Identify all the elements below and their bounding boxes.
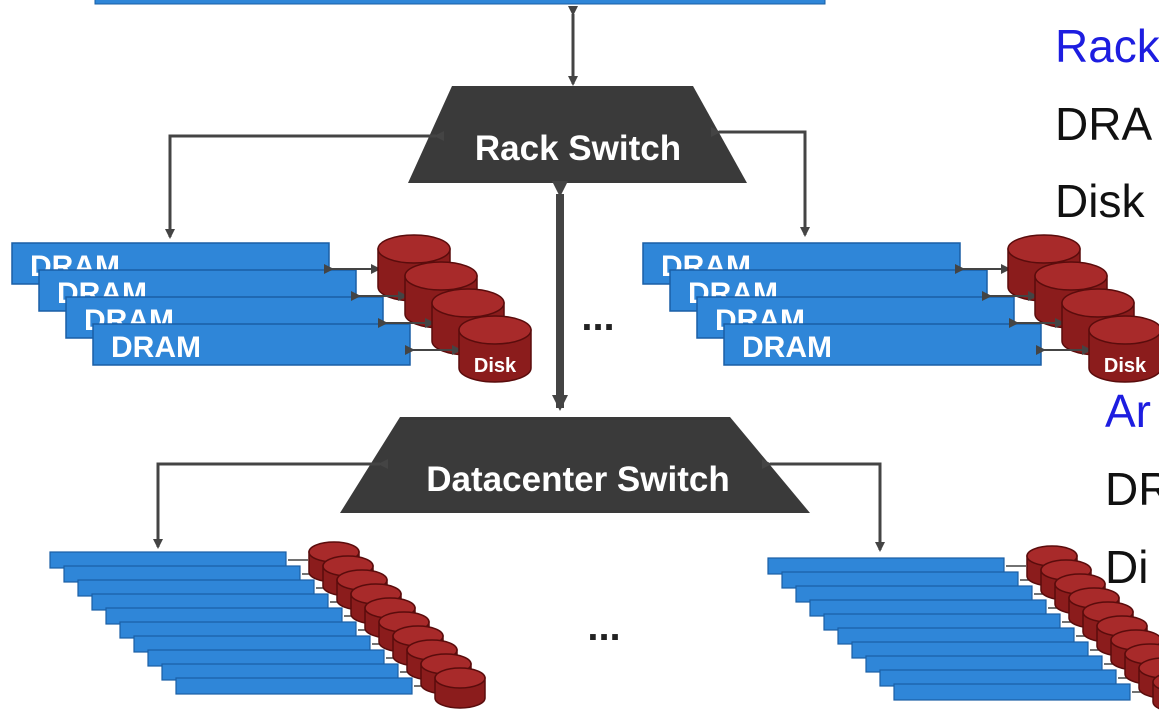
array-heading-text: Ar: [1105, 385, 1151, 437]
right-dram-module: [723, 323, 1042, 366]
right-lower-dram-module: [893, 683, 1131, 701]
array-dram-text: DR: [1105, 463, 1159, 515]
datacenter-link-left-arrow: [153, 459, 388, 549]
rack-switch-label: Rack Switch: [475, 129, 681, 168]
array-disk-text: Di: [1105, 541, 1148, 593]
datacenter-link-right-arrow: [762, 459, 885, 552]
datacenter-switch: Datacenter Switch: [340, 417, 810, 513]
right-datacenter-rack: [767, 545, 1159, 710]
left-dram-label: DRAM: [111, 331, 201, 364]
rack-disk-text: Disk: [1055, 175, 1145, 227]
left-lower-dram-module: [175, 677, 413, 695]
datacenter-switch-label: Datacenter Switch: [426, 460, 729, 499]
left-disk: [458, 315, 532, 383]
left-datacenter-rack: [49, 541, 486, 709]
upper-level-bar: [94, 0, 826, 5]
rack-ellipsis: ...: [581, 295, 614, 339]
right-rack-servers: DRAMDRAMDRAMDRAMDDDDisk: [642, 234, 1159, 383]
datacenter-ellipsis: ...: [587, 605, 620, 649]
left-lower-disk: [434, 667, 486, 709]
right-disk-label: Disk: [1104, 355, 1147, 377]
rack-dram-text: DRA: [1055, 98, 1152, 150]
right-dram-label: DRAM: [742, 331, 832, 364]
rack-switch: Rack Switch: [408, 86, 747, 183]
rack-link-left-arrow: [165, 131, 444, 239]
left-disk-label: Disk: [474, 355, 517, 377]
left-rack-servers: DRAMDRAMDRAMDRAMDDDDisk: [11, 234, 532, 383]
rack-link-right-arrow: [711, 127, 810, 237]
rack-heading-text: Rack: [1055, 20, 1159, 72]
left-dram-module: [92, 323, 411, 366]
right-disk: [1088, 315, 1159, 383]
right-lower-disk: [1152, 674, 1159, 710]
